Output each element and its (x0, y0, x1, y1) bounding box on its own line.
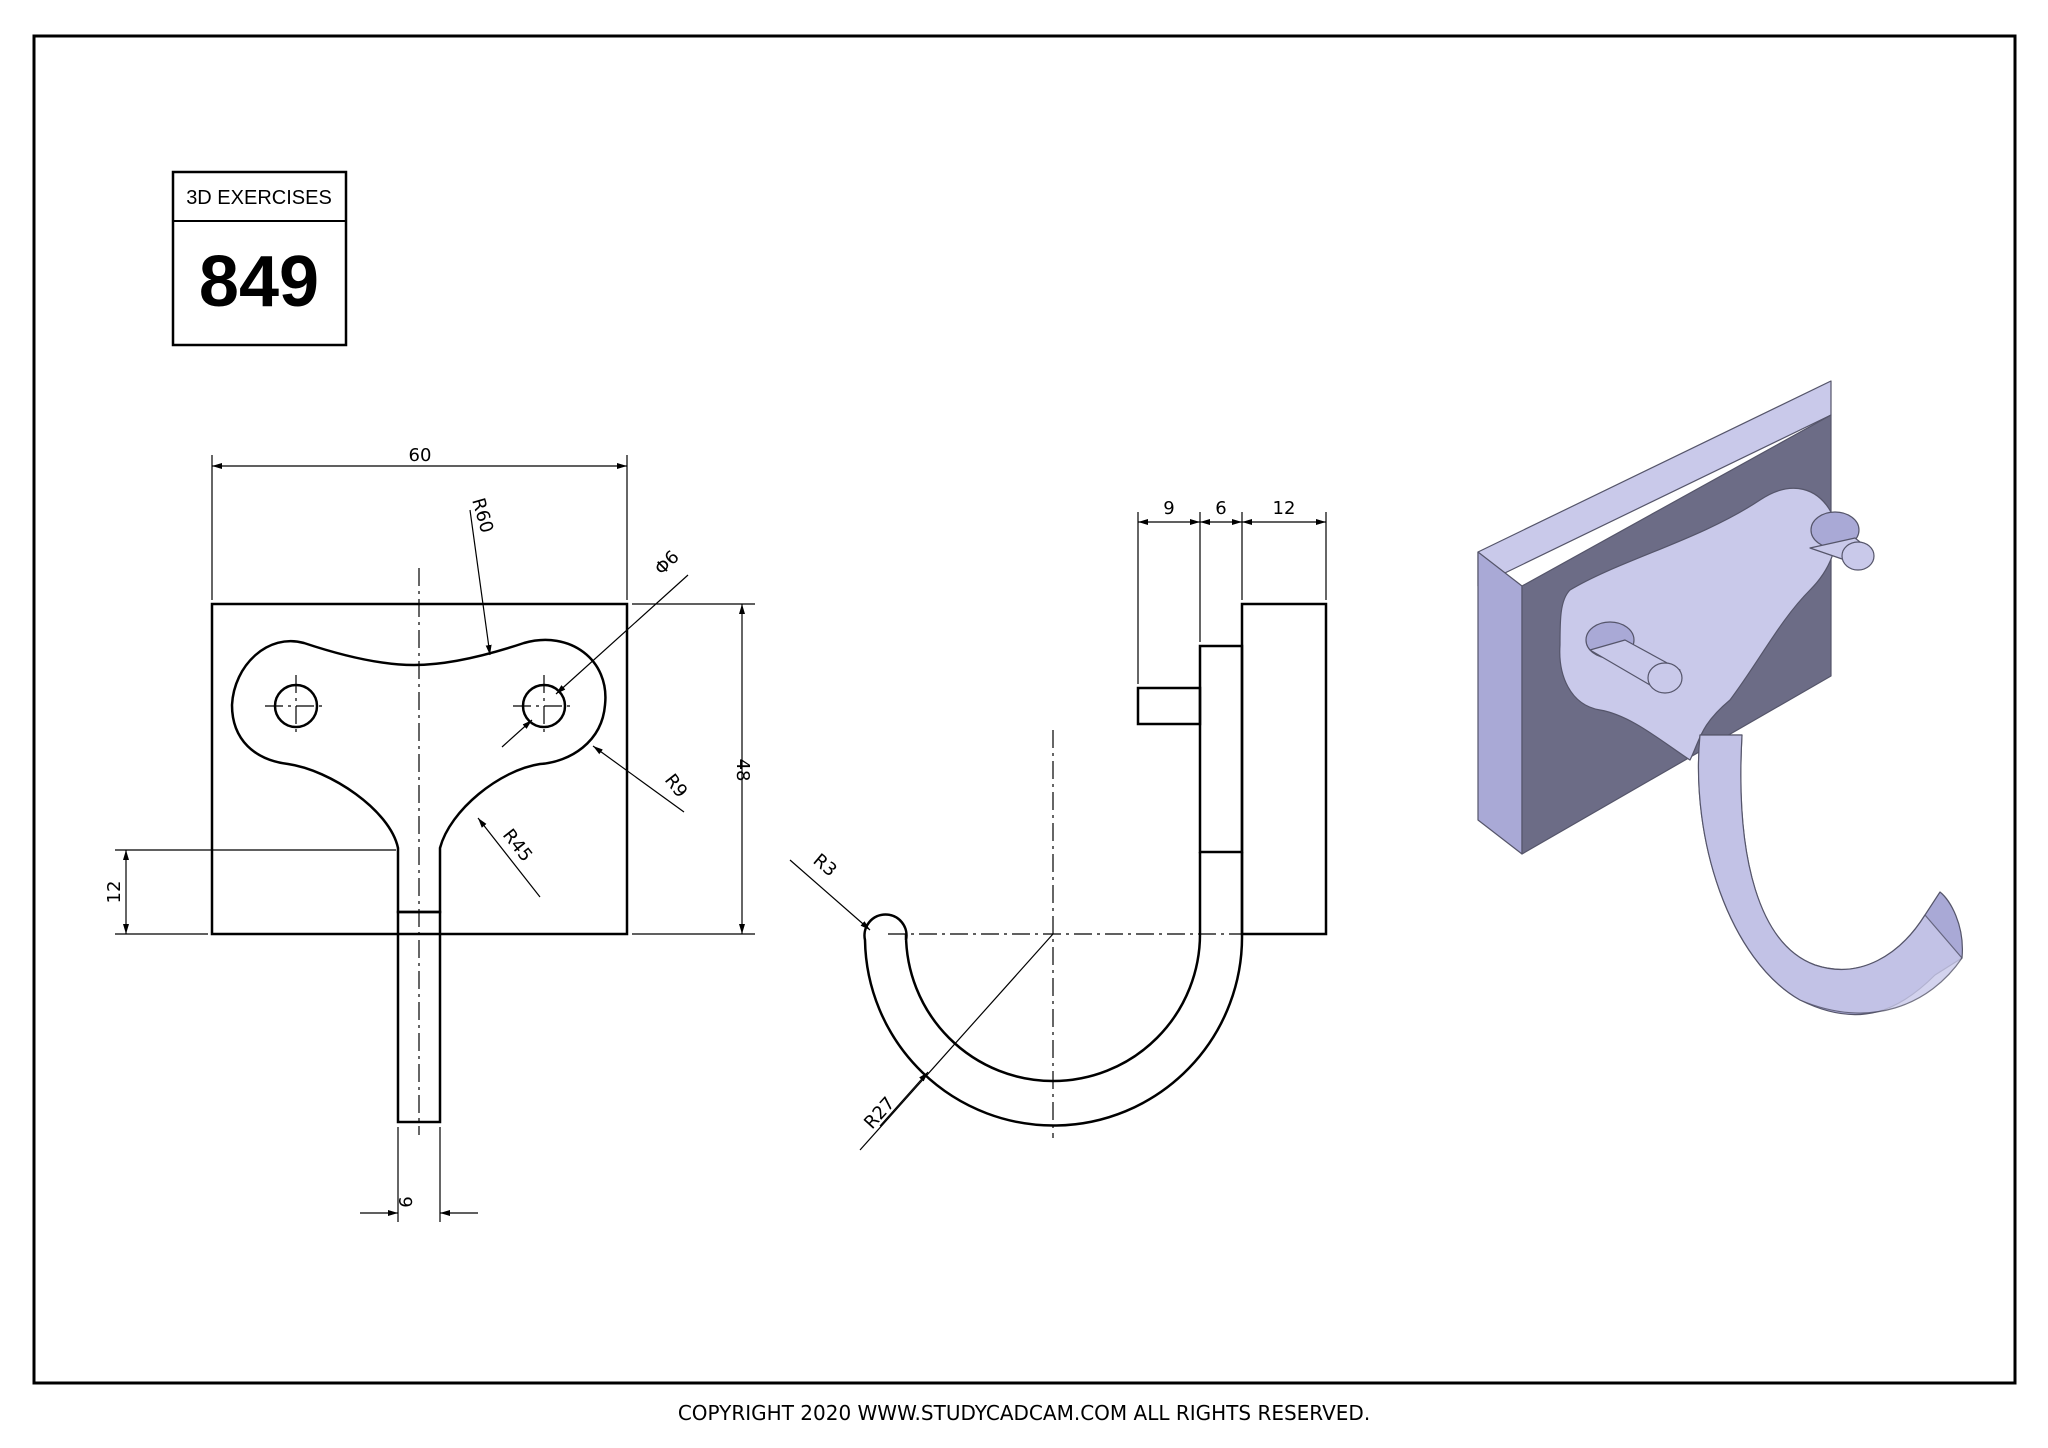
dim-width-60: 60 (409, 445, 432, 466)
dim-side-6: 6 (1215, 498, 1226, 519)
iso-pin-left-cap (1647, 662, 1683, 694)
dim-12: 12 (104, 881, 125, 904)
iso-pin-right-cap (1841, 541, 1875, 571)
dim-stem-6: 6 (396, 1196, 417, 1207)
side-hook-plate (1198, 644, 1244, 854)
front-dimensions (115, 455, 755, 1222)
side-dimension-labels: 9 6 12 R3 R27 (809, 498, 1296, 1133)
iso-plate-front (1477, 551, 1523, 855)
dim-side-12: 12 (1273, 498, 1296, 519)
sheet-border (32, 34, 2017, 1385)
iso-hook-arm-face (1697, 734, 1963, 1014)
title-heading: 3D EXERCISES (186, 187, 332, 209)
dim-r27: R27 (860, 1093, 899, 1133)
dim-r60: R60 (467, 496, 497, 536)
side-plate (1240, 602, 1328, 936)
title-block: 3D EXERCISES 849 (171, 170, 348, 347)
side-view (863, 602, 1328, 1127)
exercise-number: 849 (199, 242, 319, 322)
front-centerlines (265, 568, 575, 1135)
dim-r9: R9 (660, 770, 691, 802)
copyright-text: COPYRIGHT 2020 WWW.STUDYCADCAM.COM ALL R… (678, 1401, 1370, 1425)
iso-hook-plate (1559, 487, 1837, 761)
dim-9: 9 (1163, 498, 1174, 519)
side-pin (1136, 686, 1202, 726)
dim-height-48: 48 (732, 759, 753, 782)
front-hook-plate-outline (230, 638, 607, 914)
dim-r45: R45 (498, 825, 536, 866)
front-dimension-labels: 60 R60 Φ6 R9 R45 48 12 6 (104, 445, 753, 1208)
dim-r3: R3 (809, 850, 841, 881)
side-dimensions (789, 512, 1327, 1151)
dim-dia6: Φ6 (651, 547, 684, 580)
isometric-view (1477, 380, 1963, 1016)
side-hook-curve (863, 852, 1244, 1127)
side-centerlines (888, 730, 1258, 1138)
